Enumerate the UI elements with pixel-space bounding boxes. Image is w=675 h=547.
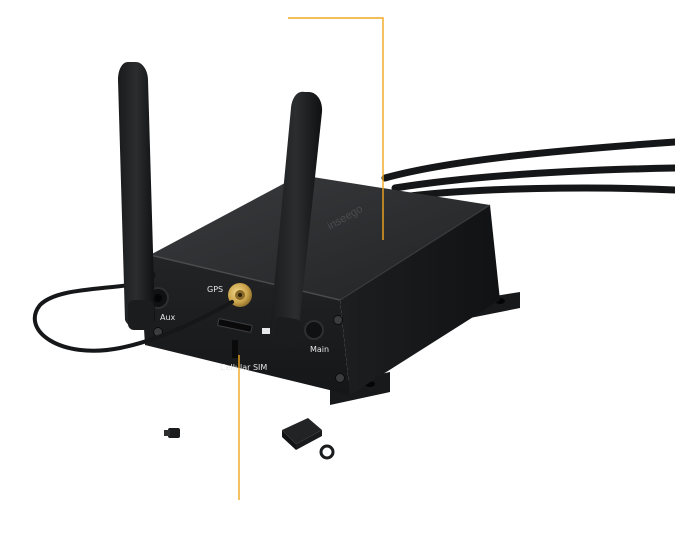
gps-cable — [32, 283, 234, 353]
aux-port-label: Aux — [160, 313, 176, 322]
gps-port-label: GPS — [207, 285, 223, 294]
sim-cover — [282, 418, 335, 460]
aux-antenna — [118, 62, 155, 330]
gps-connector — [228, 283, 252, 307]
main-port-label: Main — [310, 345, 329, 354]
sim-slot — [217, 318, 270, 358]
sim-slot-label: Cellular SIM — [220, 363, 267, 372]
main-port — [304, 320, 324, 340]
power-cables — [381, 138, 675, 200]
callout-top — [288, 17, 384, 240]
router-body — [140, 175, 500, 395]
main-antenna — [270, 91, 323, 347]
sim-screw — [164, 428, 180, 438]
